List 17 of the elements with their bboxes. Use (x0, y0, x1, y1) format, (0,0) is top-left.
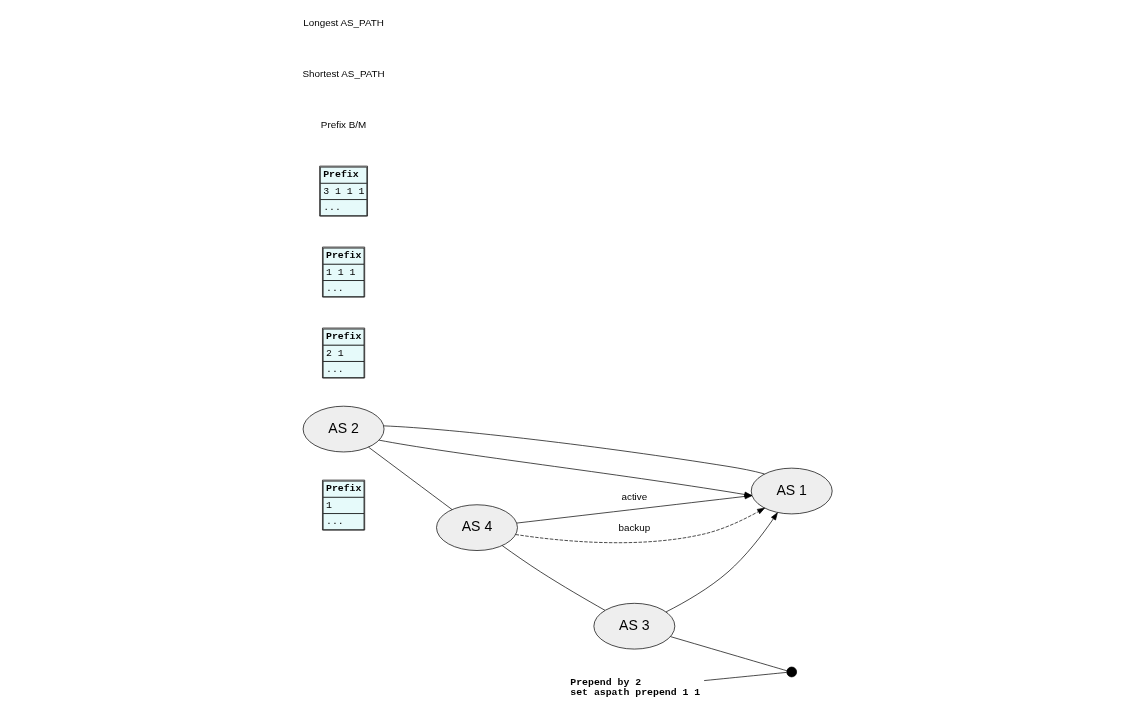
node-circle (786, 666, 797, 678)
connector (368, 446, 453, 510)
label: Longest AS_PATH (303, 17, 384, 29)
node-ellipse: AS 2 (302, 405, 385, 453)
connector (383, 425, 765, 475)
connector (501, 545, 606, 611)
label: Shortest AS_PATH (302, 67, 385, 79)
node-ellipse: AS 4 (436, 504, 518, 551)
connector (670, 636, 788, 672)
connector (703, 672, 787, 681)
edge-label: active (621, 490, 648, 502)
node-text: Prepend by 2 set aspath prepend 1 1 (570, 676, 701, 698)
label: Prefix B/M (320, 118, 367, 130)
arrow (515, 507, 765, 544)
edge-label: backup (618, 522, 651, 534)
arrow (665, 512, 778, 613)
node-ellipse: AS 3 (593, 602, 676, 650)
